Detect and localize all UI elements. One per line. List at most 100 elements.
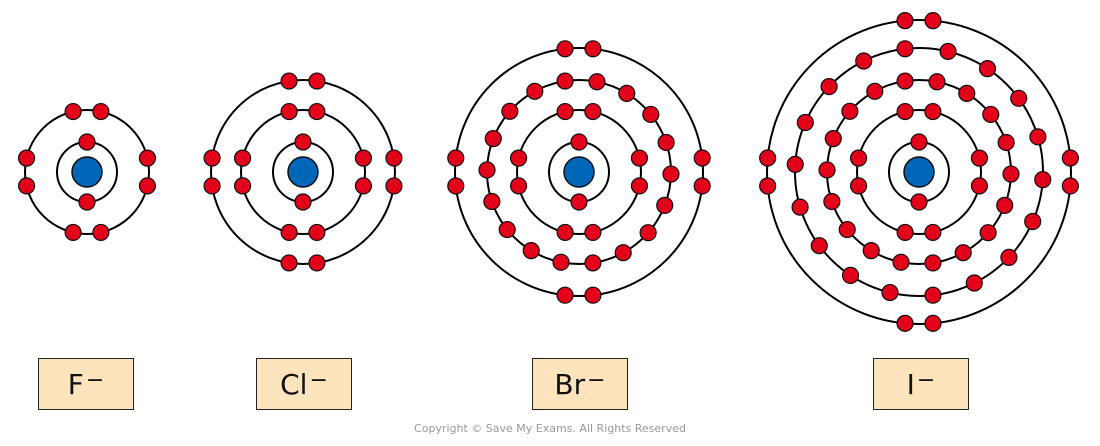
electron (924, 12, 942, 30)
electron (810, 237, 828, 255)
electron (584, 102, 602, 121)
electron (662, 165, 680, 183)
electron (970, 177, 989, 195)
electron-shell (516, 109, 642, 235)
electron-shell (210, 79, 396, 265)
electron (385, 177, 403, 195)
electron (910, 133, 928, 151)
electron (203, 149, 221, 167)
label-iodide: I− (873, 358, 969, 410)
electron (970, 149, 989, 167)
electron (823, 192, 841, 211)
electron (138, 177, 157, 195)
electron (630, 149, 649, 167)
copyright-text: Copyright © Save My Exams. All Rights Re… (414, 422, 686, 435)
electron (203, 177, 221, 195)
electron (841, 266, 860, 284)
electron-shell (24, 109, 150, 235)
electron (1061, 149, 1079, 167)
charge: − (85, 367, 105, 393)
electron (584, 40, 602, 58)
electron (294, 193, 312, 211)
electron (584, 223, 602, 242)
electron (924, 102, 942, 121)
electron (570, 193, 588, 211)
electron (522, 242, 540, 260)
electron (556, 286, 574, 304)
electron (354, 177, 373, 195)
electron (759, 149, 777, 167)
electron (824, 130, 842, 148)
electron (639, 224, 657, 242)
electron (308, 72, 326, 90)
electron (614, 244, 632, 262)
electron (896, 40, 914, 58)
electron (385, 149, 403, 167)
charge: − (587, 367, 606, 393)
electron (233, 177, 252, 195)
symbol: Br (554, 367, 586, 401)
electron (642, 105, 660, 124)
electron (693, 177, 711, 195)
electron (881, 283, 899, 302)
label-fluoride: F− (38, 358, 134, 410)
electron (280, 254, 298, 272)
electron (896, 314, 914, 332)
electron (1010, 89, 1028, 107)
symbol: Cl (280, 367, 308, 401)
electron (855, 52, 873, 70)
electron (928, 73, 946, 91)
electron (1024, 212, 1042, 231)
electron (965, 274, 983, 292)
electron (1000, 248, 1018, 267)
electron (791, 198, 809, 216)
electron (509, 177, 528, 195)
electron (866, 82, 884, 100)
electron (64, 223, 82, 242)
electron (924, 314, 942, 332)
electron (280, 72, 298, 90)
symbol: F (67, 367, 84, 401)
electron-shell (856, 109, 982, 235)
charge: − (309, 367, 328, 393)
electron (64, 102, 82, 121)
electron (308, 102, 326, 121)
electron (896, 223, 914, 242)
electron (1002, 165, 1020, 183)
electron (552, 253, 570, 271)
electron (910, 193, 928, 211)
electron (924, 254, 942, 272)
electron (862, 242, 880, 260)
electron (939, 42, 957, 61)
electron (556, 72, 574, 90)
electron (498, 220, 516, 239)
electron (820, 77, 838, 96)
electron (556, 102, 574, 121)
electron (982, 105, 1000, 124)
electron (978, 60, 997, 78)
electron (584, 254, 602, 272)
electron (556, 223, 574, 242)
electron-shell (454, 47, 704, 297)
electron (849, 177, 868, 195)
electron (979, 224, 997, 242)
electron (954, 244, 972, 262)
electron (838, 220, 856, 239)
symbol: I (906, 367, 915, 401)
electron (447, 177, 465, 195)
electron (996, 196, 1014, 214)
electron (484, 130, 502, 148)
electron (924, 286, 942, 304)
nucleus (903, 156, 935, 188)
electron (588, 73, 606, 91)
nucleus (287, 156, 319, 188)
electron (796, 113, 814, 132)
electron (1029, 128, 1047, 146)
electron (896, 72, 914, 90)
electron (693, 149, 711, 167)
electron (656, 196, 674, 214)
electron (584, 286, 602, 304)
electron (657, 133, 675, 152)
electron (896, 12, 914, 30)
